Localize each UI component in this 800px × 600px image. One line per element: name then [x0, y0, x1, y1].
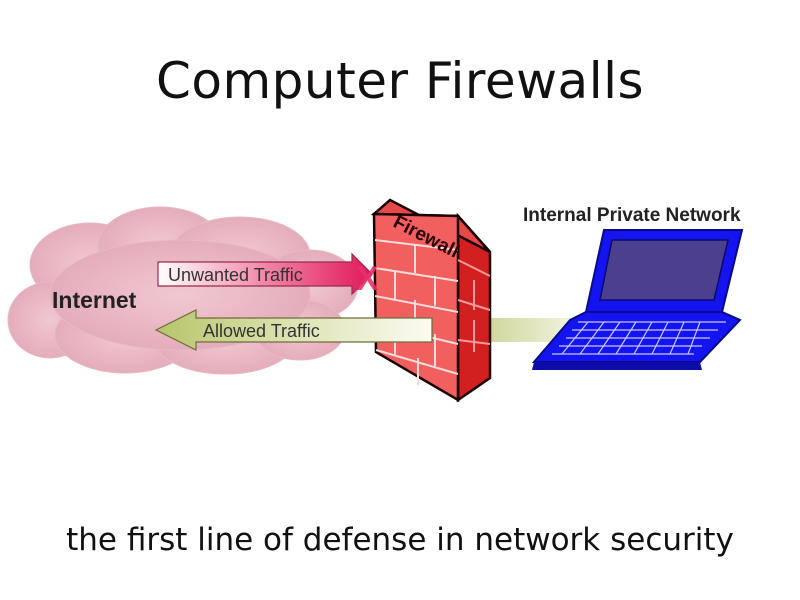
unwanted-traffic-arrow: [157, 252, 373, 296]
unwanted-traffic-label: Unwanted Traffic: [168, 265, 303, 285]
page-subtitle: the first line of defense in network sec…: [66, 522, 734, 558]
network-label: Internal Private Network: [523, 205, 741, 226]
firewall-wall: [370, 198, 492, 403]
block-x-mark: X: [356, 260, 379, 298]
internet-label: Internet: [52, 287, 137, 313]
allowed-traffic-arrow: [154, 309, 433, 351]
laptop-icon: [531, 229, 744, 370]
allowed-traffic-label: Allowed Traffic: [203, 321, 320, 341]
page-title: Computer Firewalls: [155, 52, 645, 110]
